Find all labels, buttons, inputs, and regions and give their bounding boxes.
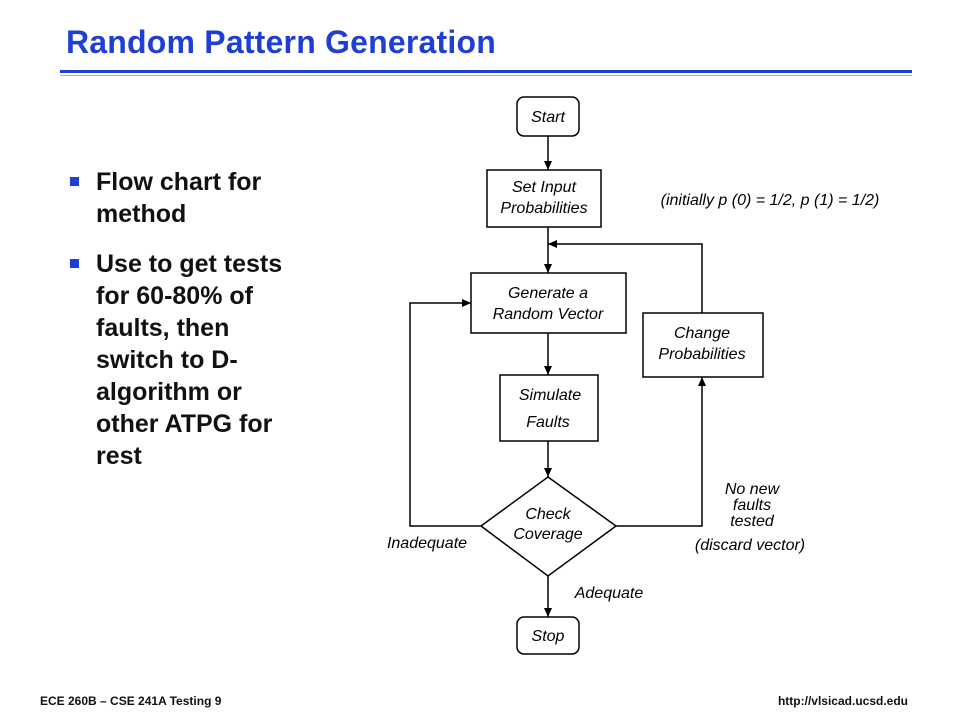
bullet-line: faults, then	[96, 314, 230, 342]
bullet-line: rest	[96, 442, 142, 470]
check-label-2: Coverage	[513, 526, 582, 543]
discard-label: (discard vector)	[695, 537, 805, 554]
slide-title: Random Pattern Generation	[66, 24, 496, 60]
set-input-node	[486, 169, 602, 228]
bullet-line: Use to get tests	[96, 250, 283, 278]
adequate-label: Adequate	[574, 585, 644, 602]
bullet-line: method	[96, 200, 187, 228]
no-new-label-2: faults	[733, 497, 771, 514]
arrow-change-to-generate	[548, 240, 703, 313]
footer-url: http://vlsicad.ucsd.edu	[777, 694, 908, 708]
no-new-label-1: No new	[725, 481, 781, 498]
bullet-item: Flow chart for method	[70, 166, 370, 230]
change-label-1: Change	[674, 325, 730, 342]
bullet-line: other ATPG for	[96, 410, 273, 438]
arrow-inadequate-loop	[409, 299, 481, 527]
simulate-label-2: Faults	[526, 414, 570, 431]
bullet-line: switch to D-	[96, 346, 238, 374]
generate-node	[470, 272, 627, 334]
arrow-no-new-faults	[616, 377, 706, 527]
stop-label: Stop	[532, 628, 565, 645]
initial-note: (initially p (0) = 1/2, p (1) = 1/2)	[661, 192, 880, 209]
square-bullet-icon	[70, 177, 79, 186]
square-bullet-icon	[70, 259, 79, 268]
change-node	[642, 312, 764, 378]
inadequate-label: Inadequate	[387, 535, 467, 552]
bullet-list: Flow chart for method Use to get tests f…	[70, 166, 370, 490]
set-input-label-1: Set Input	[512, 179, 577, 196]
no-new-label-3: tested	[730, 513, 775, 530]
bullet-line: for 60-80% of	[96, 282, 253, 310]
bullet-line: Flow chart for	[96, 168, 262, 196]
change-label-2: Probabilities	[658, 346, 745, 363]
bullet-item: Use to get tests for 60-80% of faults, t…	[70, 248, 370, 472]
simulate-label-1: Simulate	[519, 387, 581, 404]
generate-label-1: Generate a	[508, 285, 588, 302]
title-underline	[60, 70, 912, 73]
start-label: Start	[531, 109, 565, 126]
check-label-1: Check	[525, 506, 571, 523]
footer-course: ECE 260B – CSE 241A Testing 9	[40, 694, 222, 708]
set-input-label-2: Probabilities	[500, 200, 587, 217]
simulate-node	[499, 374, 599, 442]
title-underline-thin	[60, 75, 912, 76]
bullet-line: algorithm or	[96, 378, 242, 406]
generate-label-2: Random Vector	[493, 306, 604, 323]
